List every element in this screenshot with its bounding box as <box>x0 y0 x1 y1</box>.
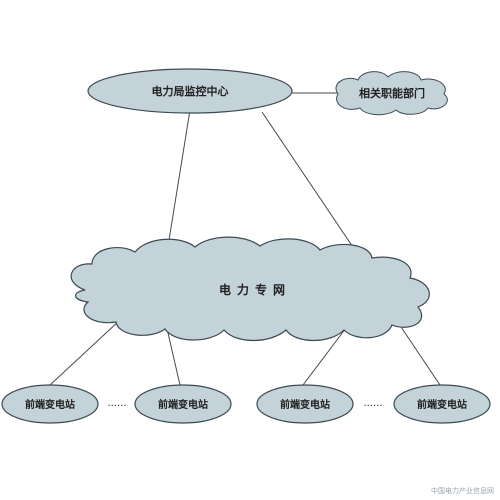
substation-node-3 <box>256 384 354 424</box>
substation-node-1 <box>1 384 99 424</box>
substation-node-2 <box>134 384 232 424</box>
power-network-cloud <box>70 236 430 341</box>
control-center-label: 电力局监控中心 <box>152 84 229 98</box>
ellipsis-left: ...... <box>107 398 126 409</box>
dept-cloud-node <box>335 71 448 116</box>
dept-label: 相关职能部门 <box>359 86 425 100</box>
control-center-node <box>87 68 293 114</box>
power-network-label: 电力专网 <box>219 282 291 297</box>
watermark: 中国电力产业信息网 <box>431 487 494 495</box>
substation-label-3: 前端变电站 <box>280 398 330 411</box>
substation-label-1: 前端变电站 <box>25 398 75 411</box>
ellipsis-right: ...... <box>363 398 382 409</box>
substation-label-2: 前端变电站 <box>158 398 208 411</box>
link-network-sub1 <box>49 319 121 386</box>
substation-node-4 <box>393 384 491 424</box>
link-center-network-right <box>261 111 366 266</box>
link-network-sub4 <box>394 317 441 386</box>
substation-label-4: 前端变电站 <box>417 398 467 411</box>
